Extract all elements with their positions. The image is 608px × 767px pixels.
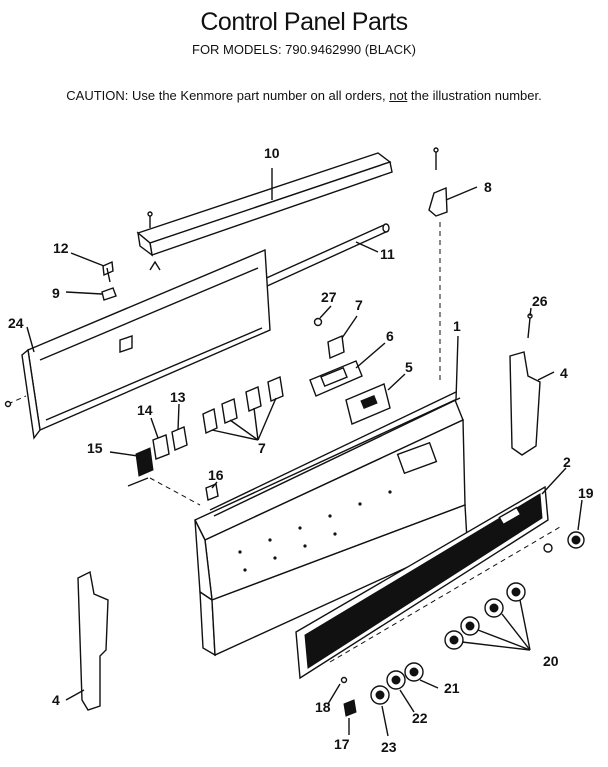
part-20-knobs [444,582,531,651]
callout-24: 24 [8,315,24,331]
callout-7-upper: 7 [355,297,363,313]
callout-16: 16 [208,467,224,483]
caution-emphasis: not [389,88,408,103]
leader-lines [26,168,583,737]
callout-4-left: 4 [52,692,60,708]
callout-5: 5 [405,359,413,375]
callout-9: 9 [52,285,60,301]
part-1-control-panel [194,391,468,657]
callout-26: 26 [532,293,548,309]
caution-text-start: CAUTION: Use the Kenmore part number on … [66,88,390,103]
part-6-bezel [309,360,363,397]
part-19-knob [543,531,585,553]
part-22-knob [386,670,406,690]
callout-20: 20 [543,653,559,669]
part-7-switch-upper [313,317,345,360]
callout-11: 11 [380,246,395,262]
part-12-clip [102,260,114,283]
callout-19: 19 [578,485,594,501]
callout-4-right: 4 [560,365,568,381]
part-9-clip [101,287,117,301]
callout-23: 23 [381,739,397,755]
callout-15: 15 [87,440,103,456]
callout-22: 22 [412,710,428,726]
part-10-top-trim [136,152,393,271]
callout-2: 2 [563,454,571,470]
callout-12: 12 [53,240,69,256]
part-23-knob [370,685,390,705]
callout-21: 21 [444,680,460,696]
callout-14: 14 [137,402,153,418]
callout-6: 6 [386,328,394,344]
callout-8: 8 [484,179,492,195]
part-4-side-bracket-left [77,570,109,711]
part-24-back-panel [4,248,271,440]
caution-text-end: the illustration number. [407,88,542,103]
callout-17: 17 [334,736,350,752]
callout-7-lower: 7 [258,440,266,456]
callout-18: 18 [315,699,331,715]
part-7-switch-row [202,376,284,441]
part-2-front-panel [295,485,561,680]
part-8-bracket [428,147,448,380]
model-subtitle: FOR MODELS: 790.9462990 (BLACK) [192,42,416,57]
callout-1: 1 [453,318,461,334]
part-18-screw [340,676,348,684]
part-15-switch [127,447,201,506]
part-4-side-bracket-right [509,313,541,456]
callout-13: 13 [170,389,186,405]
callout-27: 27 [321,289,337,305]
part-16-clip [205,483,219,501]
page-title: Control Panel Parts [200,8,408,36]
part-21-knob [404,662,424,682]
part-5-timer [345,383,391,425]
part-14-switch [152,434,170,460]
part-13-switch [171,426,188,451]
callout-10: 10 [264,145,280,161]
caution-note: CAUTION: Use the Kenmore part number on … [0,88,608,103]
part-17-clip [343,699,357,717]
